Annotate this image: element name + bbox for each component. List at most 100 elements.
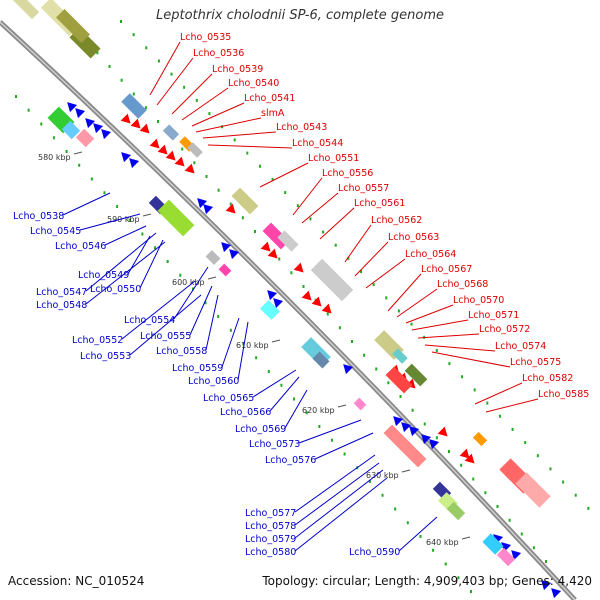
forward-gene-arrow xyxy=(225,203,236,214)
scale-dot-outer xyxy=(195,98,198,102)
scale-dot-inner xyxy=(280,383,283,387)
reverse-leader-line xyxy=(269,376,300,412)
reverse-gene-arrow xyxy=(221,242,232,253)
reverse-leader-line xyxy=(85,241,166,305)
topology-text: Topology: circular; Length: 4,909,403 bp… xyxy=(262,574,592,588)
forward-gene-label: Lcho_0568 xyxy=(437,279,488,290)
reverse-gene-label: Lcho_0550 xyxy=(90,284,141,295)
scale-dot-outer xyxy=(334,243,337,247)
reverse-gene-label: Lcho_0548 xyxy=(36,300,87,311)
reverse-gene-arrow xyxy=(541,580,552,591)
reverse-gene-label: Lcho_0590 xyxy=(349,547,400,558)
scale-dot-inner xyxy=(368,480,371,483)
scale-dot-outer xyxy=(410,322,413,326)
scale-dot-outer xyxy=(271,177,274,181)
forward-gene-arrow xyxy=(321,303,332,314)
forward-leader-line xyxy=(431,351,511,368)
reverse-leader-line xyxy=(104,225,147,246)
forward-gene-label: Lcho_0535 xyxy=(180,32,231,43)
backbone-highlight xyxy=(0,21,576,600)
gene-feature xyxy=(61,120,81,140)
reverse-leader-line xyxy=(221,317,240,368)
forward-leader-line xyxy=(319,207,355,240)
scale-dot-outer xyxy=(587,506,590,510)
scale-dot-inner xyxy=(444,562,447,566)
forward-gene-label: Lcho_0574 xyxy=(495,341,546,352)
scale-dot-inner xyxy=(141,232,144,236)
scale-dot-inner xyxy=(15,95,17,98)
forward-leader-line xyxy=(195,117,262,133)
forward-gene-label: Lcho_0543 xyxy=(276,122,327,133)
gene-feature xyxy=(385,366,413,394)
scale-dot-outer xyxy=(145,46,148,50)
gene-feature xyxy=(121,93,147,119)
forward-gene-arrow xyxy=(459,448,470,459)
gene-feature xyxy=(404,363,428,387)
gene-feature xyxy=(205,250,221,265)
scale-dot-outer xyxy=(397,309,400,313)
forward-leader-line xyxy=(396,288,438,318)
scale-dot-inner xyxy=(457,576,460,580)
scale-dot-inner xyxy=(166,260,169,263)
gene-feature xyxy=(392,348,408,364)
gene-feature xyxy=(277,230,299,252)
reverse-gene-label: Lcho_0565 xyxy=(203,393,254,404)
reverse-gene-label: Lcho_0545 xyxy=(30,226,81,237)
reverse-gene-arrow xyxy=(121,152,132,163)
reverse-gene-arrow xyxy=(129,158,140,169)
scale-dot-inner xyxy=(305,411,308,415)
reverse-gene-label: Lcho_0558 xyxy=(156,346,207,357)
reverse-gene-arrow xyxy=(551,588,562,599)
scale-dot-mid xyxy=(520,532,523,536)
scale-dot-outer xyxy=(498,414,501,418)
reverse-gene-label: Lcho_0569 xyxy=(235,424,286,435)
forward-gene-label: Lcho_0582 xyxy=(522,373,573,384)
scale-dot-inner xyxy=(128,218,131,222)
reverse-gene-arrow xyxy=(393,416,404,427)
scale-dot-mid xyxy=(157,120,159,123)
tick-label: 640 kbp xyxy=(426,538,459,547)
forward-gene-label: Lcho_0570 xyxy=(453,295,504,306)
gene-feature xyxy=(218,263,232,277)
scale-dot-inner xyxy=(432,548,435,552)
tick-label: 620 kbp xyxy=(302,406,335,415)
reverse-gene-arrow xyxy=(409,426,420,437)
forward-gene-label: Lcho_0536 xyxy=(193,48,244,59)
reverse-gene-label: Lcho_0553 xyxy=(80,351,131,362)
forward-gene-label: Lcho_0562 xyxy=(371,215,422,226)
scale-dot-mid xyxy=(508,518,511,522)
scale-dot-inner xyxy=(381,493,384,497)
scale-dot-inner xyxy=(90,177,93,181)
forward-gene-arrow xyxy=(139,123,150,134)
scale-dot-inner xyxy=(204,301,207,305)
scale-dot-outer xyxy=(562,480,565,484)
scale-dot-inner xyxy=(179,273,182,277)
scale-dot-inner xyxy=(343,452,346,456)
gene-feature xyxy=(162,124,180,141)
forward-gene-label: Lcho_0575 xyxy=(510,357,561,368)
tick-label: 590 kbp xyxy=(107,215,140,224)
scale-dot-outer xyxy=(157,59,160,63)
scale-dot-outer xyxy=(309,217,312,221)
forward-gene-label: Lcho_0561 xyxy=(354,198,405,209)
reverse-gene-arrow xyxy=(75,108,86,119)
scale-dot-mid xyxy=(278,257,281,261)
forward-leader-line xyxy=(191,102,245,127)
scale-dot-inner xyxy=(419,535,422,538)
scale-dot-mid xyxy=(108,65,111,68)
reverse-leader-line xyxy=(79,213,141,231)
gene-feature xyxy=(231,187,259,215)
scale-dot-mid xyxy=(120,78,123,82)
scale-dot-mid xyxy=(338,326,341,330)
forward-gene-arrow xyxy=(293,262,304,273)
scale-dot-mid xyxy=(193,161,196,165)
gene-feature xyxy=(75,128,95,148)
tick-mark xyxy=(401,469,411,473)
scale-dot-outer xyxy=(322,230,325,234)
reverse-gene-label: Lcho_0580 xyxy=(245,547,296,558)
forward-gene-label: Lcho_0539 xyxy=(212,64,263,75)
reverse-gene-label: Lcho_0546 xyxy=(55,241,106,252)
forward-gene-label: Lcho_0540 xyxy=(228,78,279,89)
scale-dot-inner xyxy=(103,191,106,195)
